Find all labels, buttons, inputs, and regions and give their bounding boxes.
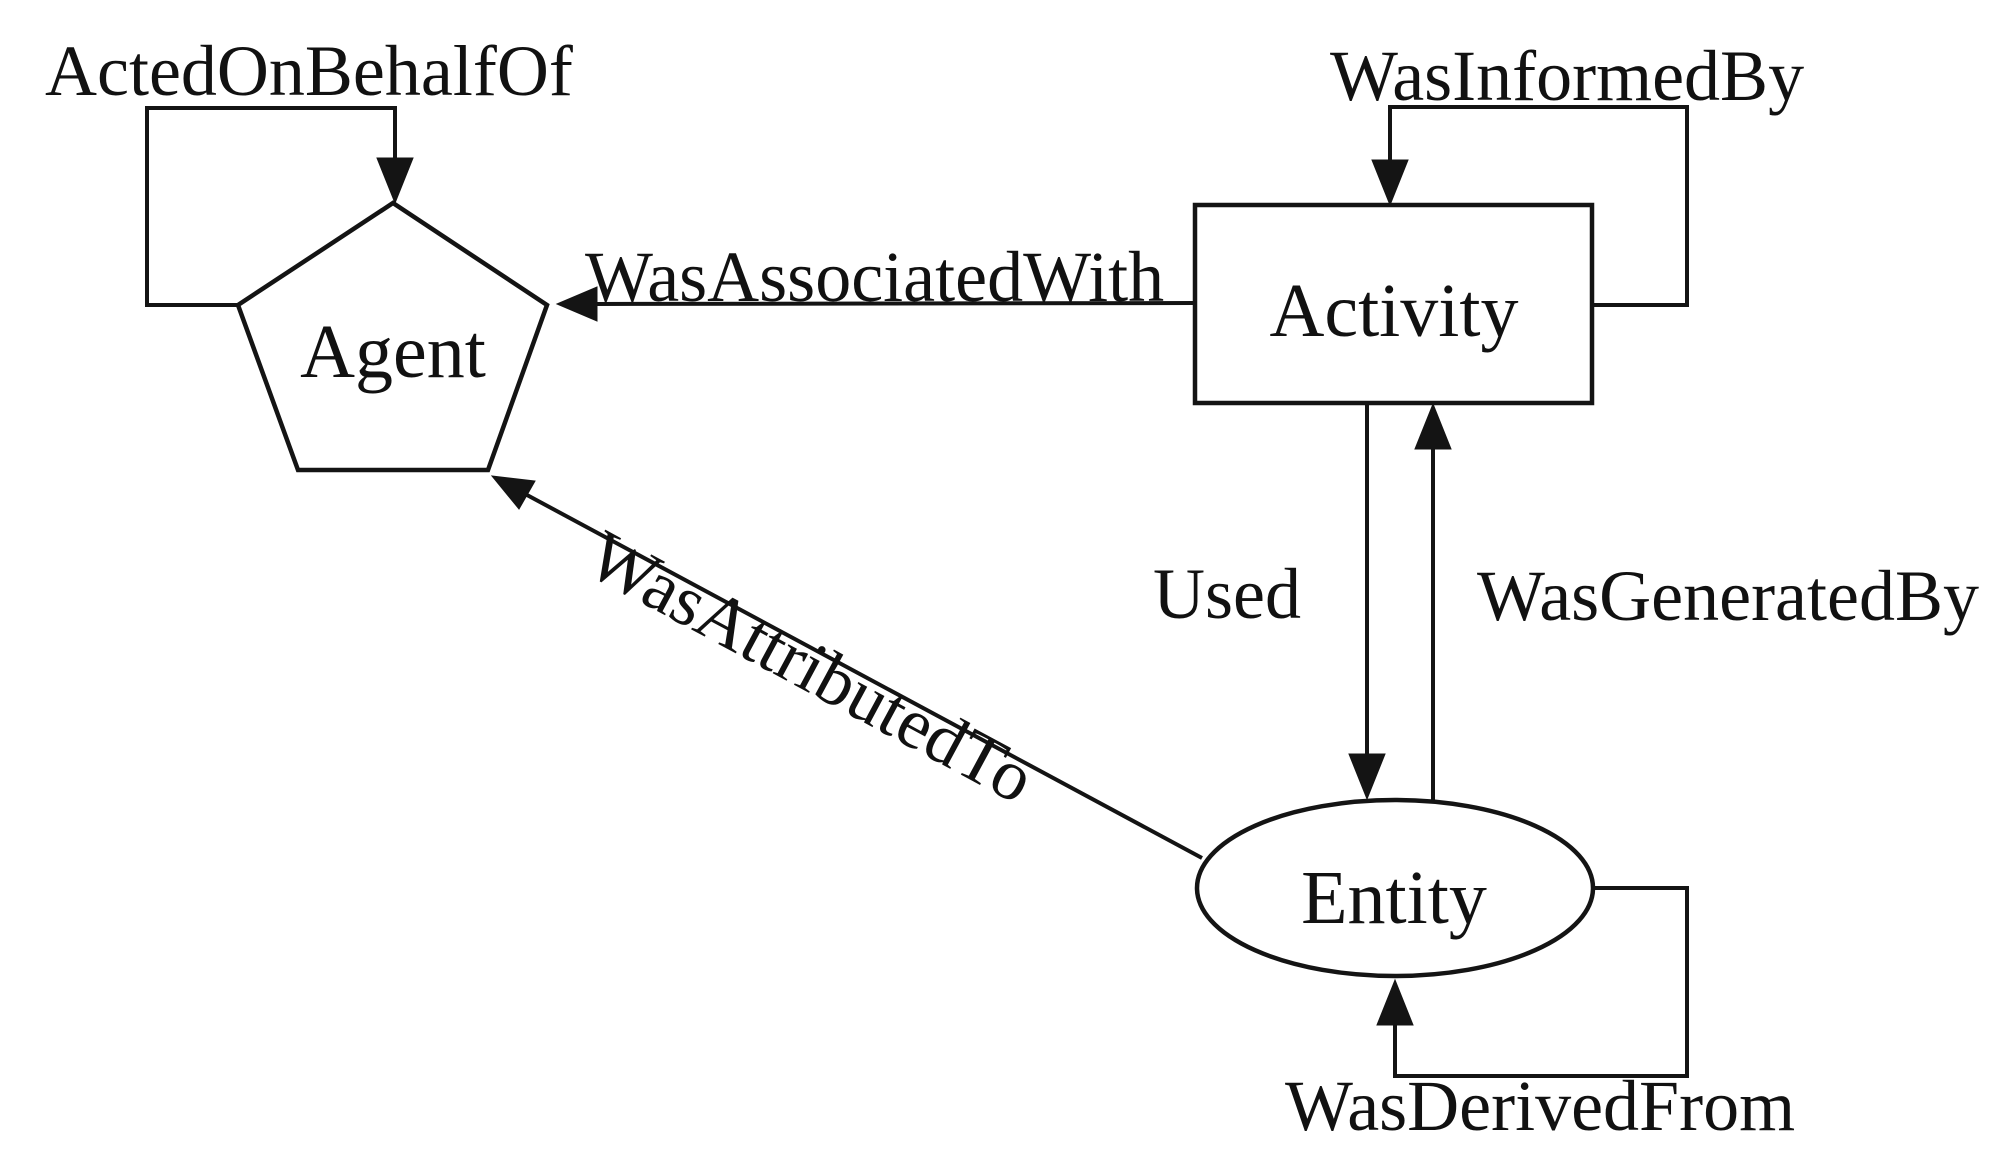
agent-label: Agent [300,310,486,394]
was-associated-with-label: WasAssociatedWith [585,237,1164,317]
was-informed-by-label: WasInformedBy [1330,36,1804,116]
edge-was-informed-by: WasInformedBy [1330,36,1804,307]
was-attributed-to-arrowhead-icon [490,475,536,510]
acted-on-behalf-of-label: ActedOnBehalfOf [45,31,573,111]
was-derived-from-label: WasDerivedFrom [1285,1066,1795,1146]
was-informed-by-arrowhead-icon [1371,159,1409,207]
activity-rectangle-shape [1192,202,1595,406]
acted-on-behalf-of-loop-line [145,106,397,307]
edge-was-derived-from: WasDerivedFrom [1285,886,1795,1146]
edge-was-associated-with: WasAssociatedWith [555,237,1196,322]
was-derived-from-arrowhead-icon [1376,978,1414,1026]
entity-label: Entity [1301,856,1487,940]
used-arrowhead-icon [1348,753,1386,801]
was-derived-from-loop-line [1393,886,1689,1078]
used-label: Used [1153,554,1301,634]
entity-ellipse-shape [1194,797,1596,979]
was-generated-by-arrowhead-icon [1414,402,1452,450]
was-associated-with-arrowhead-icon [555,286,598,322]
agent-pentagon-shape [235,200,550,473]
node-agent: Agent [235,200,550,473]
node-entity: Entity [1194,797,1596,979]
edge-was-generated-by: WasGeneratedBy [1414,402,1979,802]
was-attributed-to-line [526,493,1203,860]
node-activity: Activity [1192,202,1595,406]
edge-used: Used [1153,403,1386,801]
was-associated-with-line [594,301,1196,306]
edge-acted-on-behalf-of: ActedOnBehalfOf [45,31,573,307]
was-generated-by-label: WasGeneratedBy [1477,556,1979,636]
activity-label: Activity [1269,269,1518,353]
was-informed-by-loop-line [1388,105,1689,307]
acted-on-behalf-of-arrowhead-icon [376,157,414,205]
